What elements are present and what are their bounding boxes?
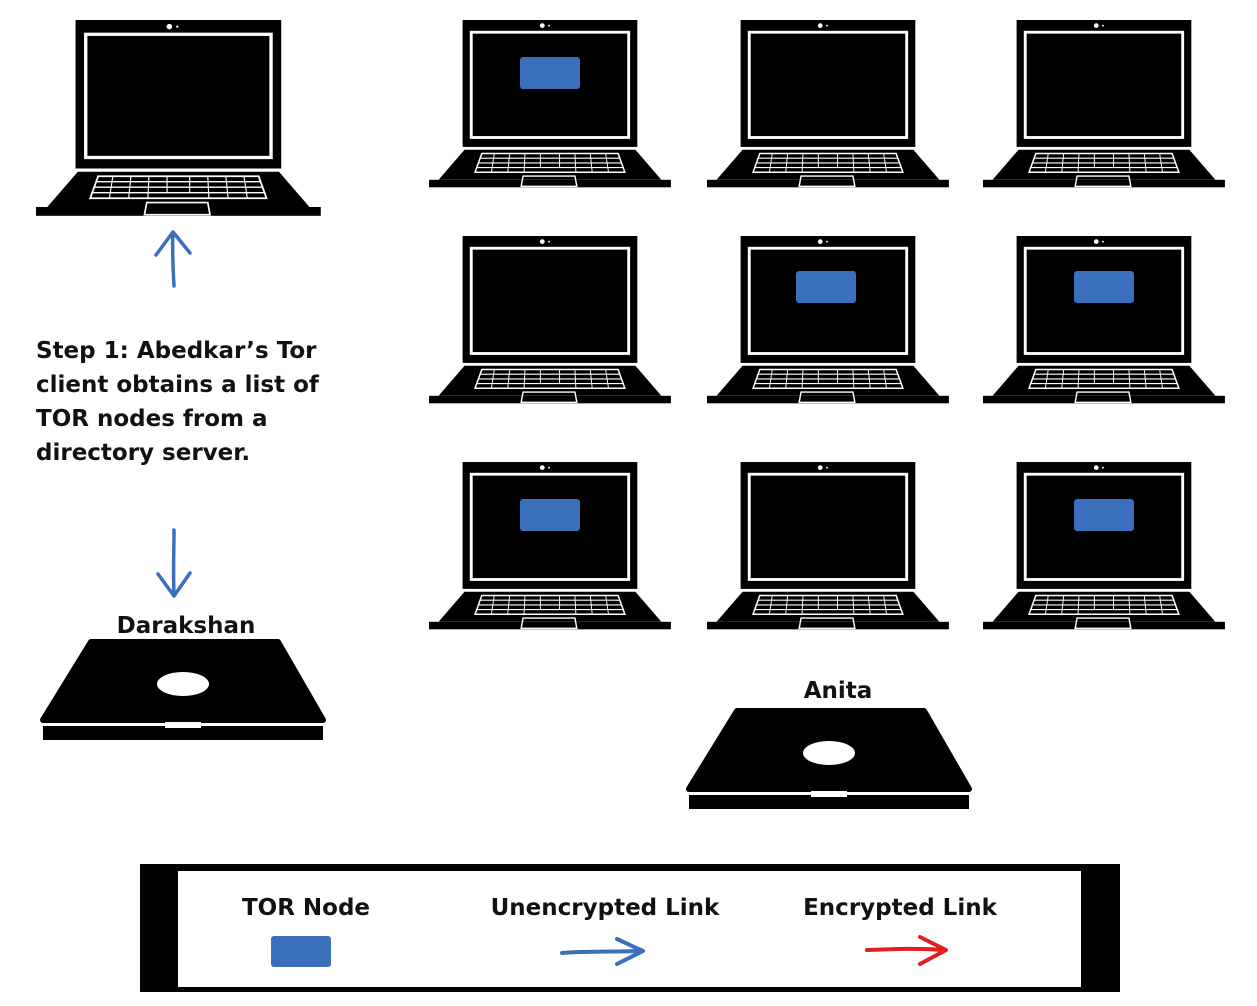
step-text-line: directory server. — [36, 440, 250, 466]
tor-node-marker — [796, 271, 856, 303]
step-text-line: TOR nodes from a — [36, 406, 268, 432]
step-text-line: client obtains a list of — [36, 372, 320, 398]
darakshan-laptop — [43, 642, 323, 740]
arrow-down-icon — [156, 528, 192, 598]
anita-laptop — [689, 711, 969, 809]
arrow-up-icon — [154, 230, 192, 288]
legend-encrypted-label: Encrypted Link — [803, 895, 997, 921]
legend: TOR Node Unencrypted Link Encrypted Link — [140, 864, 1120, 992]
tor-node-swatch — [271, 936, 331, 967]
relay-laptop — [705, 234, 951, 405]
unencrypted-link-arrow-icon — [560, 937, 645, 966]
anita-label: Anita — [804, 678, 873, 704]
relay-laptop — [427, 18, 673, 189]
relay-laptop — [427, 460, 673, 631]
relay-laptop — [705, 18, 951, 189]
tor-node-marker — [1074, 499, 1134, 531]
step-text-line: Step 1: Abedkar’s Tor — [36, 338, 317, 364]
tor-node-layer — [520, 57, 1134, 531]
darakshan-label: Darakshan — [117, 613, 256, 639]
relay-grid — [427, 18, 1227, 631]
tor-node-marker — [1074, 271, 1134, 303]
relay-laptop — [705, 460, 951, 631]
tor-node-marker — [520, 57, 580, 89]
legend-unencrypted-label: Unencrypted Link — [491, 895, 720, 921]
relay-laptop — [981, 460, 1227, 631]
encrypted-link-arrow-icon — [865, 935, 948, 966]
step-text: Step 1: Abedkar’s Tor client obtains a l… — [36, 338, 327, 466]
relay-laptop — [981, 234, 1227, 405]
legend-tor-node-label: TOR Node — [242, 895, 370, 921]
relay-laptop — [981, 18, 1227, 189]
tor-node-marker — [520, 499, 580, 531]
directory-server-laptop — [34, 18, 323, 218]
relay-laptop — [427, 234, 673, 405]
